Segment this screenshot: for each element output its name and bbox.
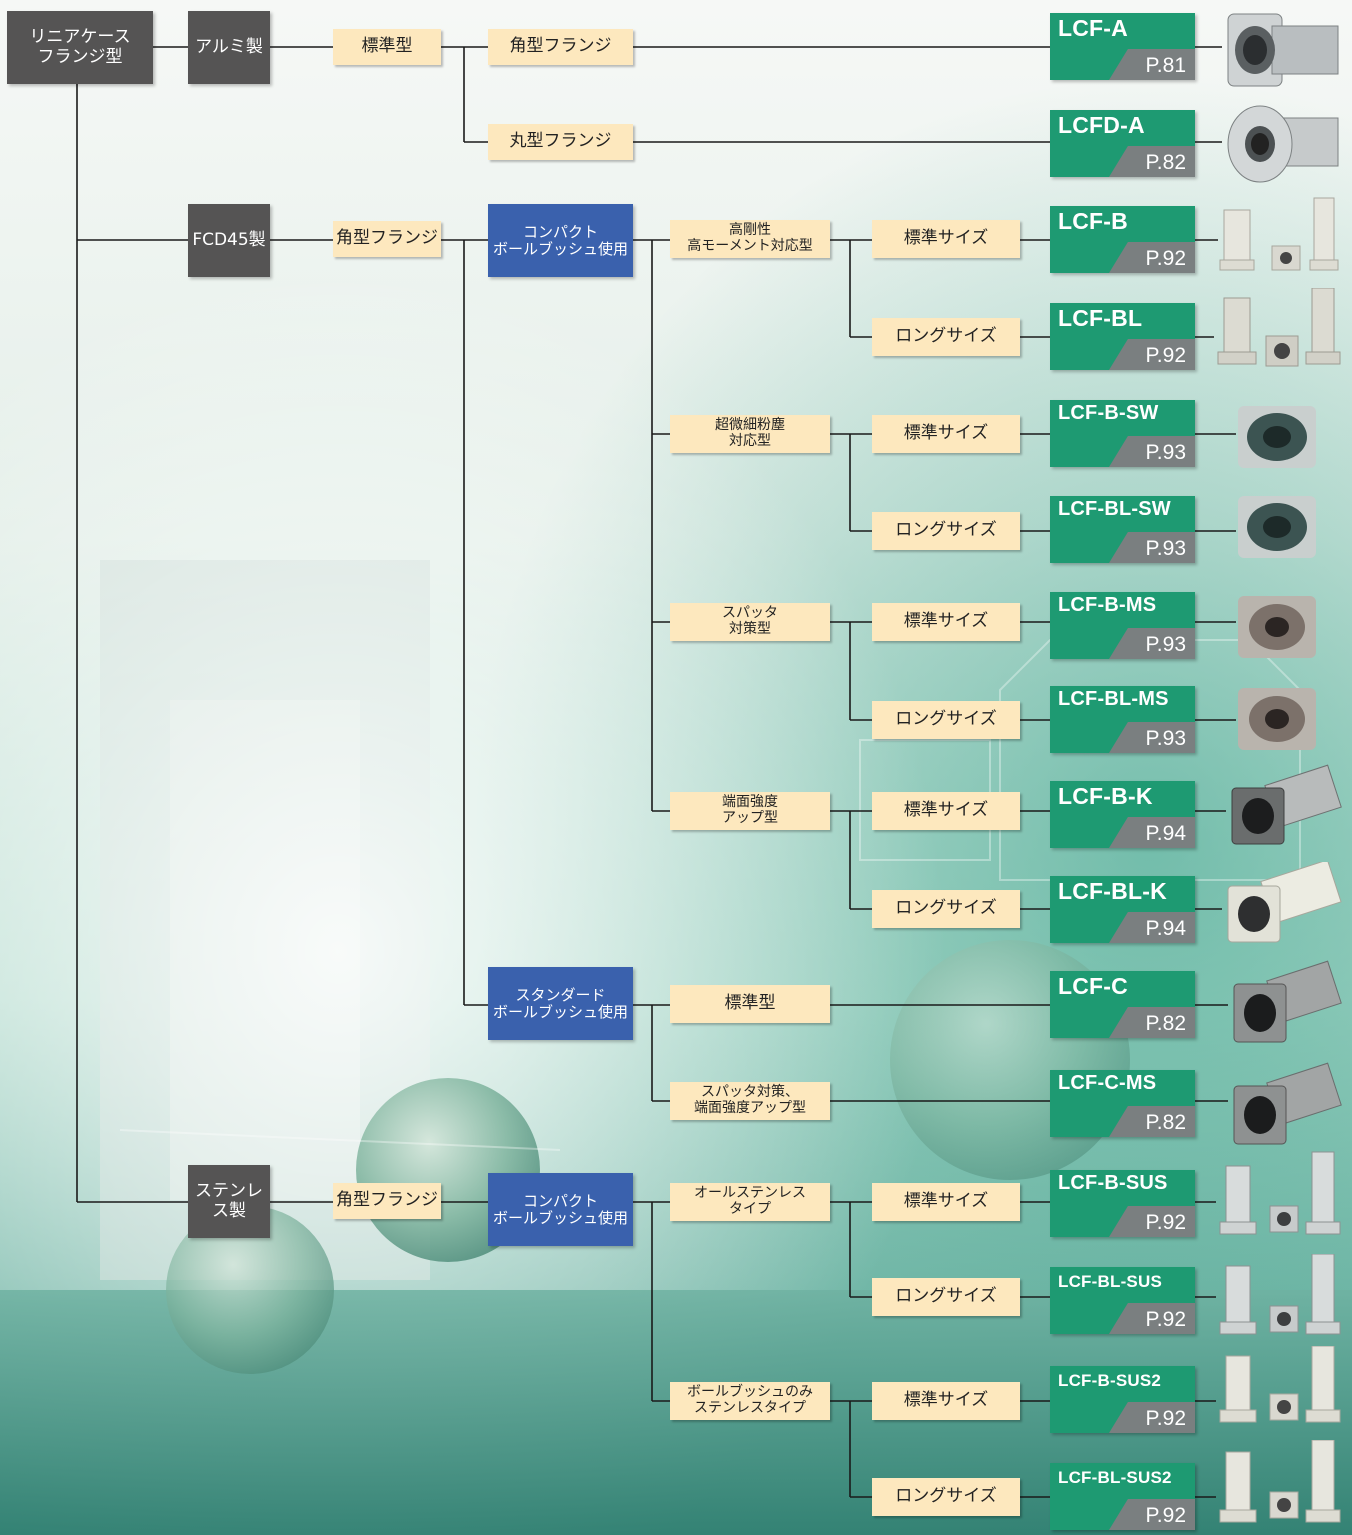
product-badge[interactable]: LCF-BL-MS P.93 [1050,686,1195,753]
product-code: LCF-B-SUS [1058,1172,1168,1195]
product-image-lcf-b-sw [1236,404,1318,470]
product-code: LCF-A [1058,15,1128,42]
product-image-lcf-bl-sw [1236,494,1318,560]
page-reference: P.81 [1146,54,1187,78]
product-badge[interactable]: LCF-B-MS P.93 [1050,592,1195,659]
product-image-lcf-bl [1214,288,1346,374]
product-image-lcf-c-ms [1228,1062,1342,1152]
product-image-lcf-bl-sus2 [1216,1440,1346,1530]
bushing-compact-sus: コンパクト ボールブッシュ使用 [488,1173,633,1246]
product-image-lcf-b-ms [1236,594,1318,660]
product-badge[interactable]: LCF-B-SW P.93 [1050,400,1195,467]
product-code: LCFD-A [1058,112,1145,139]
feature-standard: 標準型 [670,985,830,1023]
flange-round-alu: 丸型フランジ [488,124,633,160]
feature-bushing-stainless: ボールブッシュのみ ステンレスタイプ [670,1382,830,1420]
feature-ultra-fine-dust: 超微細粉塵 対応型 [670,415,830,453]
root-node: リニアケース フランジ型 [7,11,153,84]
size-standard: 標準サイズ [872,220,1020,258]
product-image-lcf-b-sus [1216,1150,1346,1244]
product-code: LCF-B-K [1058,783,1153,810]
page-reference: P.94 [1146,822,1187,846]
page-reference: P.82 [1146,1012,1187,1036]
product-badge[interactable]: LCF-B-K P.94 [1050,781,1195,848]
product-image-lcf-b-sus2 [1216,1346,1346,1432]
product-image-lcf-bl-sus [1216,1254,1346,1344]
page-reference: P.92 [1146,247,1187,271]
size-standard: 標準サイズ [872,792,1020,830]
page-reference: P.92 [1146,1407,1187,1431]
size-standard: 標準サイズ [872,415,1020,453]
product-badge[interactable]: LCF-C-MS P.82 [1050,1070,1195,1137]
product-image-lcf-a [1222,8,1342,94]
product-code: LCF-BL-K [1058,878,1167,905]
product-badge[interactable]: LCF-BL-SUS P.92 [1050,1267,1195,1334]
size-standard: 標準サイズ [872,1183,1020,1221]
size-long: ロングサイズ [872,701,1020,739]
product-code: LCF-C-MS [1058,1072,1156,1095]
page-reference: P.82 [1146,1111,1187,1135]
product-image-lcf-c [1228,960,1342,1050]
bushing-standard: スタンダード ボールブッシュ使用 [488,967,633,1040]
feature-spatter: スパッタ 対策型 [670,603,830,641]
feature-high-rigidity: 高剛性 高モーメント対応型 [670,220,830,258]
product-badge[interactable]: LCF-B-SUS P.92 [1050,1170,1195,1237]
page-reference: P.92 [1146,1308,1187,1332]
product-badge[interactable]: LCF-BL-K P.94 [1050,876,1195,943]
size-standard: 標準サイズ [872,603,1020,641]
size-long: ロングサイズ [872,1278,1020,1316]
page-reference: P.93 [1146,441,1187,465]
product-code: LCF-BL-SUS2 [1058,1468,1172,1488]
product-badge[interactable]: LCF-B P.92 [1050,206,1195,273]
page-reference: P.92 [1146,344,1187,368]
product-image-lcfd-a [1222,100,1342,186]
product-badge[interactable]: LCF-C P.82 [1050,971,1195,1038]
product-code: LCF-C [1058,973,1128,1000]
size-standard: 標準サイズ [872,1382,1020,1420]
page-reference: P.92 [1146,1211,1187,1235]
size-long: ロングサイズ [872,512,1020,550]
type-standard: 標準型 [333,29,441,65]
product-code: LCF-BL-SW [1058,498,1171,521]
product-code: LCF-BL-MS [1058,688,1169,711]
product-badge[interactable]: LCF-A P.81 [1050,13,1195,80]
flange-square-fcd: 角型フランジ [333,221,441,257]
page-reference: P.93 [1146,537,1187,561]
product-code: LCF-B [1058,208,1128,235]
feature-all-stainless: オールステンレス タイプ [670,1183,830,1221]
product-image-lcf-b [1218,196,1346,280]
page-reference: P.92 [1146,1504,1187,1528]
product-image-lcf-b-k [1226,764,1342,850]
product-code: LCF-BL-SUS [1058,1272,1162,1292]
page-reference: P.82 [1146,151,1187,175]
bushing-compact: コンパクト ボールブッシュ使用 [488,204,633,277]
material-aluminum: アルミ製 [188,11,270,84]
product-badge[interactable]: LCF-BL-SW P.93 [1050,496,1195,563]
product-code: LCF-B-MS [1058,594,1156,617]
product-image-lcf-bl-ms [1236,686,1318,752]
material-fcd45: FCD45製 [188,204,270,277]
feature-spatter-end-face: スパッタ対策、 端面強度アップ型 [670,1082,830,1120]
page-reference: P.93 [1146,727,1187,751]
product-code: LCF-B-SW [1058,402,1158,425]
size-long: ロングサイズ [872,890,1020,928]
size-long: ロングサイズ [872,1478,1020,1516]
product-image-lcf-bl-k [1222,862,1342,948]
page-reference: P.93 [1146,633,1187,657]
product-code: LCF-BL [1058,305,1142,332]
material-stainless: ステンレス製 [188,1165,270,1238]
flange-square-sus: 角型フランジ [333,1183,441,1219]
feature-end-face: 端面強度 アップ型 [670,792,830,830]
page-reference: P.94 [1146,917,1187,941]
product-code: LCF-B-SUS2 [1058,1371,1161,1391]
size-long: ロングサイズ [872,318,1020,356]
flange-square-alu: 角型フランジ [488,29,633,65]
